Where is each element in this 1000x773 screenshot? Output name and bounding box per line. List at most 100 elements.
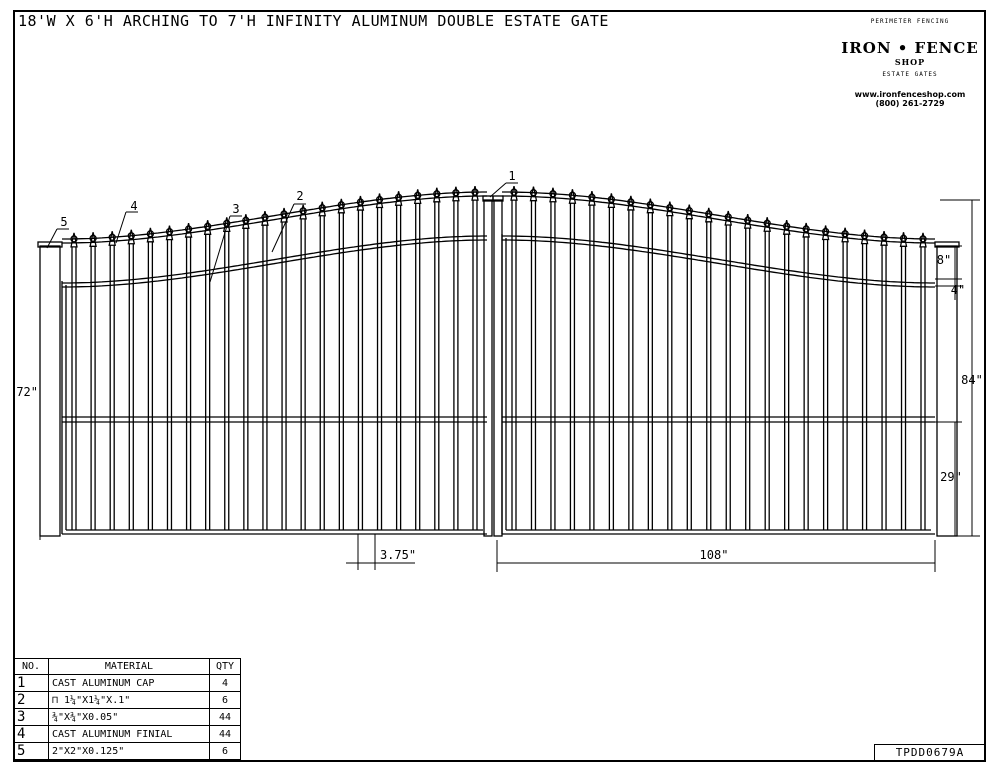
bill-of-materials: NO. MATERIAL QTY 1 CAST ALUMINUM CAP 4 2… <box>13 658 241 760</box>
finial <box>70 235 78 243</box>
drawing-border <box>13 10 986 762</box>
finial <box>627 198 635 206</box>
bom-no: 2 <box>13 691 49 709</box>
logo-brand: IRON • FENCE <box>841 39 979 57</box>
leader-line <box>489 182 507 198</box>
finial <box>452 189 460 197</box>
finial <box>127 229 136 245</box>
bom-qty: 44 <box>209 725 241 743</box>
dim-leaf-width: 108" <box>700 548 729 562</box>
finial <box>549 190 557 198</box>
finial <box>549 187 557 203</box>
finial <box>763 217 771 232</box>
callout-label: 5 <box>60 215 67 229</box>
finial <box>433 190 441 198</box>
finial <box>510 185 518 201</box>
finial <box>666 201 674 217</box>
finial <box>627 195 635 211</box>
callout-label: 2 <box>296 189 303 203</box>
finial <box>242 216 250 224</box>
finial <box>588 191 596 206</box>
callout-label: 4 <box>130 199 137 213</box>
finial <box>394 193 403 201</box>
bom-material: ¾"X¾"X0.05" <box>48 708 210 726</box>
finial <box>413 189 422 205</box>
finial <box>299 207 307 215</box>
drawing-title: 18'W X 6'H ARCHING TO 7'H INFINITY ALUMI… <box>18 12 609 30</box>
leader-line <box>115 211 127 244</box>
finial <box>318 201 327 217</box>
finial <box>89 234 97 242</box>
finial <box>588 193 596 201</box>
bom-header-qty: QTY <box>209 658 241 675</box>
bom-no: 5 <box>13 742 49 760</box>
bom-material: CAST ALUMINUM CAP <box>48 674 210 692</box>
bom-no: 4 <box>13 725 49 743</box>
finial <box>919 232 927 248</box>
finial <box>356 195 365 211</box>
finial <box>744 216 752 224</box>
finial <box>821 225 830 241</box>
finial <box>705 210 713 218</box>
company-url[interactable]: www.ironfenceshop.com <box>854 90 966 99</box>
dim-rail-gap: 4" <box>951 283 965 297</box>
finial <box>821 227 830 236</box>
finial <box>146 227 155 243</box>
bom-header-no: NO. <box>13 658 49 675</box>
finial <box>841 227 849 243</box>
bom-qty: 44 <box>209 708 241 726</box>
finial <box>529 189 538 197</box>
finial <box>70 232 78 248</box>
finial <box>242 214 250 229</box>
finial <box>899 232 908 247</box>
company-logo: PERIMETER FENCING IRON • FENCE SHOP ESTA… <box>830 18 990 108</box>
callout-label: 1 <box>508 169 515 183</box>
finial <box>607 193 616 209</box>
finial <box>685 204 694 220</box>
finial <box>203 220 212 235</box>
post-cap <box>492 195 504 202</box>
finial <box>127 232 135 240</box>
hinge-post-left <box>39 245 61 537</box>
finial <box>165 225 174 241</box>
bom-row: 4 CAST ALUMINUM FINIAL 44 <box>13 725 241 743</box>
finial <box>356 198 365 206</box>
finial <box>337 198 346 214</box>
dim-left-height: 72" <box>16 385 38 399</box>
bom-row: 2 ⊓ 1¼"X1¼"X.1" 6 <box>13 691 241 709</box>
bom-row: 5 2"X2"X0.125" 6 <box>13 742 241 760</box>
finial <box>568 189 577 204</box>
finial <box>394 191 403 206</box>
bom-material: ⊓ 1¼"X1¼"X.1" <box>48 691 210 709</box>
finial <box>841 230 849 238</box>
bom-qty: 6 <box>209 691 241 709</box>
dim-mid-rail: 29" <box>940 470 962 484</box>
bom-header-row: NO. MATERIAL QTY <box>13 658 241 675</box>
finial <box>471 185 479 201</box>
finial <box>433 187 441 203</box>
finial <box>280 207 288 223</box>
finial <box>165 227 174 236</box>
bom-no: 1 <box>13 674 49 692</box>
finial <box>666 203 674 212</box>
finial <box>860 229 869 245</box>
finial <box>184 222 193 238</box>
callout-label: 3 <box>232 202 239 216</box>
bom-row: 1 CAST ALUMINUM CAP 4 <box>13 674 241 692</box>
bom-no: 3 <box>13 708 49 726</box>
bom-row: 3 ¾"X¾"X0.05" 44 <box>13 708 241 726</box>
finial <box>783 222 791 230</box>
logo-tagline-bottom: ESTATE GATES <box>882 71 938 78</box>
finial <box>782 220 791 235</box>
finial <box>860 232 869 240</box>
bom-qty: 6 <box>209 742 241 760</box>
finial <box>919 235 927 243</box>
finial <box>204 222 212 230</box>
finial <box>685 207 693 215</box>
finial <box>375 193 384 209</box>
finial <box>471 188 479 196</box>
dim-right-height: 84" <box>961 373 983 387</box>
latch-stile-left <box>483 199 493 537</box>
logo-sub: SHOP <box>894 57 926 67</box>
